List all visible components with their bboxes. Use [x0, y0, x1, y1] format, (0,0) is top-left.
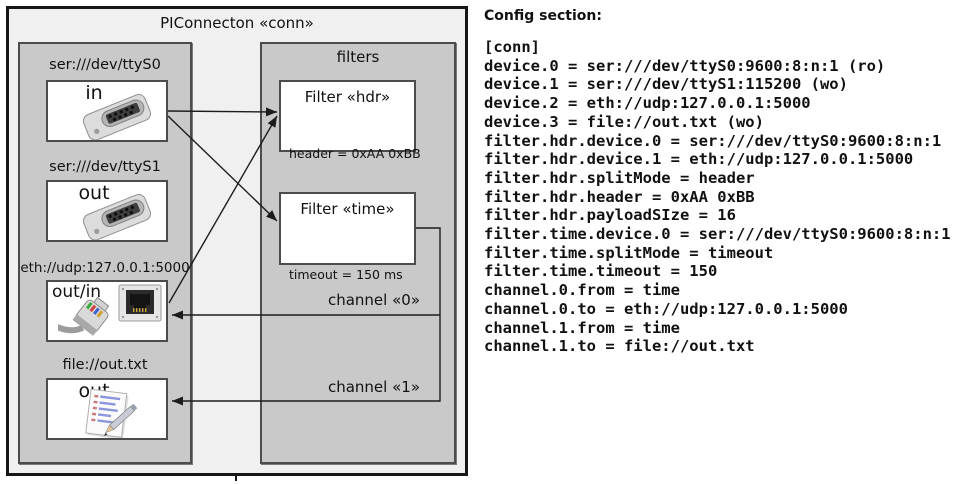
- device-label-eth: eth://udp:127.0.0.1:5000: [20, 260, 190, 276]
- device-box-ttys0: in: [46, 80, 168, 142]
- channel-0-label: channel «0»: [327, 291, 420, 309]
- piconnector-diagram: PIConnecton «conn» ser:///dev/ttyS0 in: [6, 6, 468, 476]
- ethernet-port-icon: [118, 284, 162, 322]
- filter-time-title: Filter «time»: [300, 200, 395, 218]
- device-label-file: file://out.txt: [62, 357, 148, 373]
- diagram-title: PIConnecton «conn»: [160, 14, 314, 32]
- filter-hdr-attr-header: header = 0xAA 0xBB: [289, 146, 421, 161]
- device-box-eth: out/in: [46, 280, 168, 342]
- notepad-icon: [85, 388, 138, 438]
- filter-hdr-box: Filter «hdr» header = 0xAA 0xBB payloadS…: [279, 80, 421, 214]
- device-direction: out/in: [52, 282, 102, 302]
- config-lines: [conn] device.0 = ser:///dev/ttyS0:9600:…: [484, 38, 951, 356]
- device-direction: out: [78, 182, 110, 204]
- filters-group-label: filters: [336, 48, 380, 66]
- filter-time-attr-timeout: timeout = 150 ms: [289, 267, 403, 282]
- devices-group: ser:///dev/ttyS0 in: [18, 42, 192, 464]
- filter-hdr-title: Filter «hdr»: [304, 88, 391, 106]
- device-direction: in: [85, 82, 103, 104]
- config-header: Config section:: [484, 8, 602, 24]
- device-label-ttys1: ser:///dev/ttyS1: [49, 159, 161, 175]
- serial-connector-icon: [82, 194, 152, 240]
- ethernet-plug-icon: [58, 296, 110, 336]
- serial-connector-icon: [82, 94, 152, 140]
- filters-group: filters Filter «hdr» header = 0xAA 0xBB …: [260, 42, 456, 464]
- border-notch: [235, 474, 237, 481]
- channel-1-label: channel «1»: [327, 378, 420, 396]
- device-label-ttys0: ser:///dev/ttyS0: [49, 57, 161, 73]
- device-box-file: out: [46, 378, 168, 440]
- filter-time-box: Filter «time» timeout = 150 ms: [279, 192, 416, 282]
- device-box-ttys1: out: [46, 180, 168, 242]
